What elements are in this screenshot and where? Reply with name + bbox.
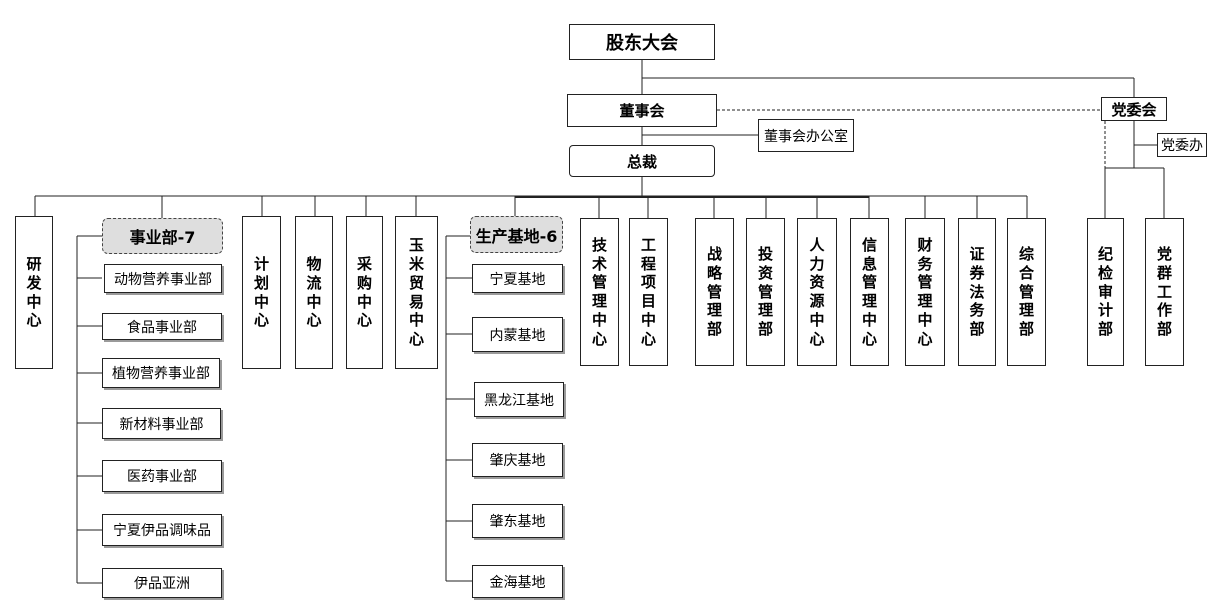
pb-item-ningxia: 宁夏基地 <box>472 264 563 293</box>
pb-item-jinhai: 金海基地 <box>472 565 563 598</box>
bd-item-ningxia-seasoning: 宁夏伊品调味品 <box>102 514 222 546</box>
finance-center-box: 财务管理中心 <box>905 218 945 366</box>
strategy-dept-box: 战略管理部 <box>695 218 734 366</box>
bd-item-plant-nutrition: 植物营养事业部 <box>102 358 220 388</box>
bd-item-food: 食品事业部 <box>102 313 222 340</box>
party-work-dept-box: 党群工作部 <box>1145 218 1184 366</box>
discipline-dept-box: 纪检审计部 <box>1087 218 1124 366</box>
securities-dept-box: 证券法务部 <box>958 218 996 366</box>
production-base-header: 生产基地-6 <box>470 216 563 253</box>
rd-center-box: 研发中心 <box>15 216 53 369</box>
tech-center-box: 技术管理中心 <box>580 218 619 366</box>
shareholders-box: 股东大会 <box>569 24 715 60</box>
purchase-center-box: 采购中心 <box>346 216 383 369</box>
pb-item-zhaodong: 肇东基地 <box>472 504 563 538</box>
logistics-center-box: 物流中心 <box>295 216 333 369</box>
bd-item-eppen-asia: 伊品亚洲 <box>102 568 222 598</box>
president-box: 总裁 <box>569 145 715 177</box>
business-division-header: 事业部-7 <box>102 218 223 254</box>
hr-center-box: 人力资源中心 <box>797 218 837 366</box>
pb-item-heilongjiang: 黑龙江基地 <box>474 382 564 417</box>
party-committee-box: 党委会 <box>1101 97 1167 121</box>
bd-item-animal-nutrition: 动物营养事业部 <box>104 264 222 293</box>
investment-dept-box: 投资管理部 <box>746 218 785 366</box>
info-center-box: 信息管理中心 <box>850 218 889 366</box>
party-office-box: 党委办 <box>1157 133 1207 157</box>
pb-item-inner-mongolia: 内蒙基地 <box>472 317 563 352</box>
bd-item-pharma: 医药事业部 <box>102 460 222 492</box>
general-dept-box: 综合管理部 <box>1007 218 1046 366</box>
corn-trade-center-box: 玉米贸易中心 <box>395 216 438 369</box>
pb-item-zhaoqing: 肇庆基地 <box>472 443 563 477</box>
plan-center-box: 计划中心 <box>242 216 281 369</box>
board-box: 董事会 <box>567 94 717 127</box>
engineering-center-box: 工程项目中心 <box>629 218 668 366</box>
bd-item-new-materials: 新材料事业部 <box>102 408 221 439</box>
board-office-box: 董事会办公室 <box>758 119 854 152</box>
